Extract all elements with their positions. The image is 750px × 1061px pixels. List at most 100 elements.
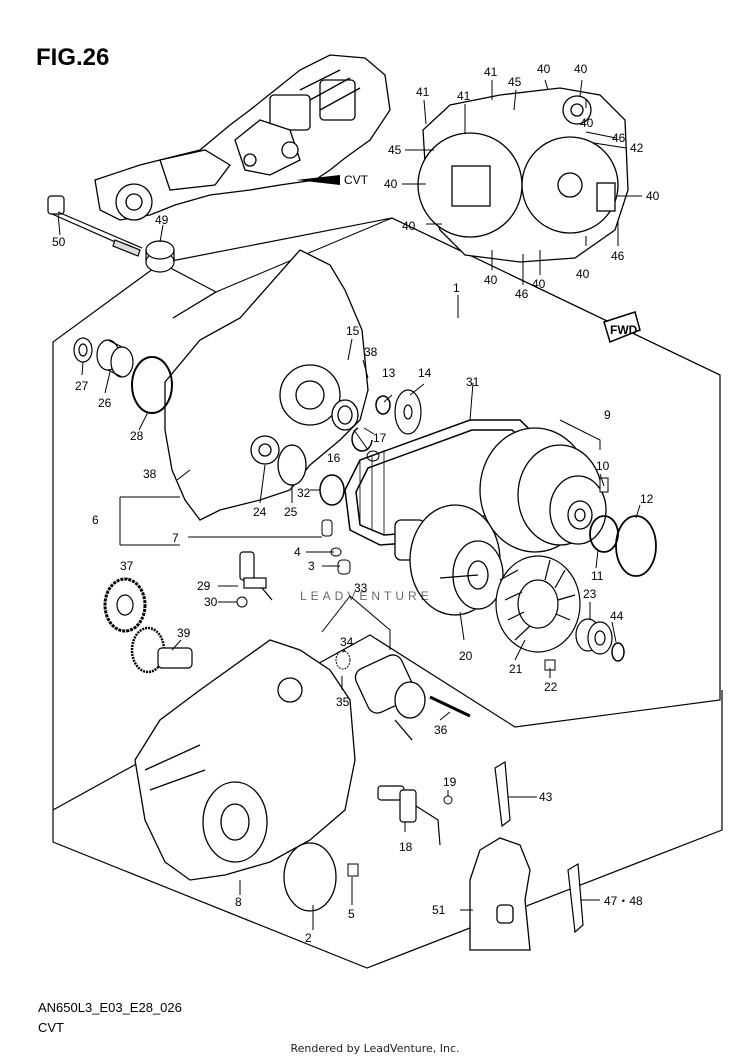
callout-29: 29 bbox=[197, 579, 211, 593]
washer-44-drawing bbox=[611, 642, 625, 662]
callout-24: 24 bbox=[253, 505, 267, 519]
clip-17-drawing bbox=[351, 427, 373, 452]
callout-18: 18 bbox=[399, 840, 413, 854]
washer-13-drawing bbox=[375, 395, 391, 415]
callout-49: 49 bbox=[155, 213, 169, 227]
callout-41-b: 41 bbox=[457, 89, 471, 103]
cover-51-drawing bbox=[469, 837, 531, 951]
callout-30: 30 bbox=[204, 595, 218, 609]
o-ring-32-drawing bbox=[319, 474, 345, 506]
callout-45-b: 45 bbox=[388, 143, 402, 157]
callout-38-upper: 38 bbox=[364, 345, 378, 359]
bearing-27-drawing bbox=[73, 337, 93, 363]
callout-38-lower: 38 bbox=[143, 467, 157, 481]
bolt-50-drawing bbox=[47, 195, 143, 257]
callout-7: 7 bbox=[172, 531, 179, 545]
engine-assembly-drawing bbox=[94, 54, 391, 221]
fwd-arrow: FWD bbox=[603, 311, 641, 344]
callout-16: 16 bbox=[327, 451, 341, 465]
cvt-pointer-arrow bbox=[296, 175, 340, 185]
bracket-43-drawing bbox=[494, 760, 511, 828]
callout-1: 1 bbox=[453, 281, 460, 295]
callout-6: 6 bbox=[92, 513, 99, 527]
callout-44: 44 bbox=[610, 609, 624, 623]
callout-35: 35 bbox=[336, 695, 350, 709]
callout-50: 50 bbox=[52, 235, 66, 249]
callout-labels: 1 2 3 4 5 6 7 8 9 10 11 12 13 14 15 16 1… bbox=[52, 62, 660, 945]
callout-15: 15 bbox=[346, 324, 360, 338]
callout-46-b: 46 bbox=[611, 249, 625, 263]
callout-9: 9 bbox=[604, 408, 611, 422]
gear-37-drawing bbox=[103, 577, 147, 633]
callout-36: 36 bbox=[434, 723, 448, 737]
watermark: LEADVENTURE bbox=[300, 589, 433, 603]
callout-26: 26 bbox=[98, 396, 112, 410]
dowel-3-drawing bbox=[337, 559, 351, 575]
callout-46-c: 46 bbox=[515, 287, 529, 301]
callout-40-b: 40 bbox=[574, 62, 588, 76]
cvt-pointer-label: CVT bbox=[344, 173, 369, 187]
inner-cover-drawing bbox=[164, 249, 369, 521]
callout-46-a: 46 bbox=[612, 131, 626, 145]
fwd-label: FWD bbox=[610, 323, 638, 337]
bracket-4748-drawing bbox=[567, 862, 584, 934]
o-ring-28-drawing bbox=[131, 356, 173, 414]
sensor-29-drawing bbox=[239, 551, 273, 601]
callout-43: 43 bbox=[539, 790, 553, 804]
bearing-23-drawing bbox=[575, 618, 613, 655]
callout-37: 37 bbox=[120, 559, 134, 573]
callout-27: 27 bbox=[75, 379, 89, 393]
callout-20: 20 bbox=[459, 649, 473, 663]
cap-2-drawing bbox=[283, 842, 337, 912]
figure-code: AN650L3_E03_E28_026 bbox=[38, 1000, 182, 1015]
footer-credit: Rendered by LeadVenture, Inc. bbox=[290, 1042, 460, 1055]
callout-40-a: 40 bbox=[537, 62, 551, 76]
callout-40-c: 40 bbox=[646, 189, 660, 203]
callout-17: 17 bbox=[373, 431, 387, 445]
callout-40-g: 40 bbox=[402, 219, 416, 233]
callout-19: 19 bbox=[443, 775, 457, 789]
sensor-18-drawing bbox=[377, 785, 441, 846]
bearing-26-drawing bbox=[96, 339, 134, 378]
figure-name: CVT bbox=[38, 1020, 64, 1035]
callout-23: 23 bbox=[583, 587, 597, 601]
gear-39-drawing bbox=[130, 626, 193, 674]
ring-12-drawing bbox=[615, 515, 657, 577]
driven-clutch-9-drawing bbox=[479, 427, 607, 553]
starter-33-drawing bbox=[354, 654, 426, 741]
callout-28: 28 bbox=[130, 429, 144, 443]
bolt-30-drawing bbox=[236, 596, 248, 608]
callout-41-a: 41 bbox=[416, 85, 430, 99]
callout-40-e: 40 bbox=[532, 277, 546, 291]
callout-12: 12 bbox=[640, 492, 654, 506]
callout-8: 8 bbox=[235, 895, 242, 909]
callout-22: 22 bbox=[544, 680, 558, 694]
callout-31: 31 bbox=[466, 375, 480, 389]
callout-3: 3 bbox=[308, 559, 315, 573]
frame-left-upper bbox=[52, 262, 162, 810]
leader-lines bbox=[57, 79, 642, 930]
callout-40-h: 40 bbox=[384, 177, 398, 191]
plate-14-drawing bbox=[394, 389, 422, 435]
pin-7-drawing bbox=[321, 519, 333, 537]
bolt-19-drawing bbox=[443, 795, 453, 805]
fan-21-drawing bbox=[495, 555, 581, 653]
callout-33: 33 bbox=[354, 581, 368, 595]
cvt-cover-drawing bbox=[417, 87, 629, 263]
callout-45-a: 45 bbox=[508, 75, 522, 89]
callout-2: 2 bbox=[305, 931, 312, 945]
callout-21: 21 bbox=[509, 662, 523, 676]
gear-34-drawing bbox=[335, 650, 351, 670]
callout-32: 32 bbox=[297, 486, 311, 500]
callout-14: 14 bbox=[418, 366, 432, 380]
callout-51: 51 bbox=[432, 903, 446, 917]
bolt-5-drawing bbox=[347, 863, 359, 877]
callout-34: 34 bbox=[340, 635, 354, 649]
callout-42: 42 bbox=[630, 141, 644, 155]
callout-13: 13 bbox=[382, 366, 396, 380]
callout-41-c: 41 bbox=[484, 65, 498, 79]
nut-49-drawing bbox=[145, 240, 175, 273]
outer-cover-8-drawing bbox=[134, 639, 356, 881]
callout-11: 11 bbox=[591, 569, 604, 583]
